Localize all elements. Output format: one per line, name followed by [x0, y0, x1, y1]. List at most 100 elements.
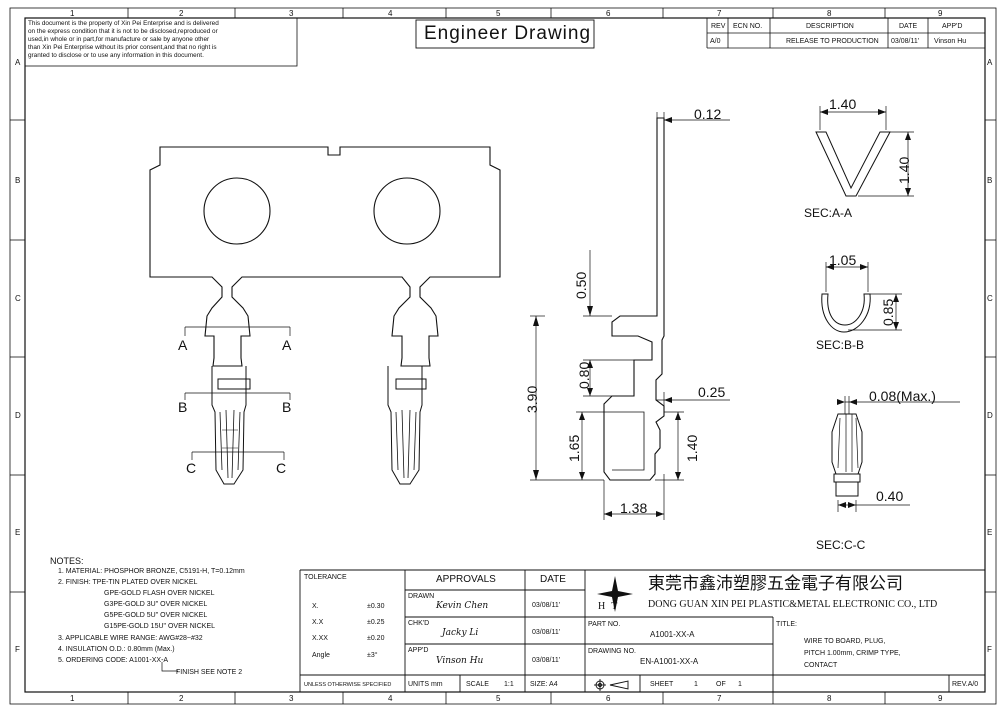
- grid-col-4: 4: [388, 9, 393, 18]
- tol-val: ±0.30: [367, 603, 385, 610]
- note-line: 1. MATERIAL: PHOSPHOR BRONZE, C5191-H, T…: [58, 568, 245, 575]
- disclaimer-line: granted to disclose or to use any inform…: [28, 52, 204, 59]
- grid-row-e-right: E: [987, 528, 993, 537]
- secC-label: SEC:C-C: [816, 538, 866, 552]
- scale-value: 1:1: [504, 681, 514, 688]
- grid-col-3-bottom: 3: [289, 694, 294, 703]
- sheet-label: SHEET: [650, 681, 674, 688]
- grid-col-9: 9: [938, 9, 943, 18]
- grid-col-2: 2: [179, 9, 184, 18]
- secB-height: 0.85: [880, 298, 896, 326]
- company-name-en: DONG GUAN XIN PEI PLASTIC&METAL ELECTRON…: [648, 599, 938, 610]
- title-line: CONTACT: [804, 662, 838, 669]
- note-line: 5. ORDERING CODE: A1001-XX-A: [58, 657, 169, 664]
- tol-val: ±0.20: [367, 635, 385, 642]
- secA-height: 1.40: [896, 156, 912, 184]
- grid-col-6-bottom: 6: [606, 694, 611, 703]
- grid-col-8-bottom: 8: [827, 694, 832, 703]
- disclaimer-block: This document is the property of Xin Pei…: [28, 20, 219, 60]
- tol-key: X.XX: [312, 635, 328, 642]
- dim-1-65: 1.65: [566, 434, 582, 462]
- grid-row-a: A: [15, 58, 21, 67]
- note-line: 3. APPLICABLE WIRE RANGE: AWG#28~#32: [58, 635, 203, 642]
- dim-3-90: 3.90: [524, 385, 540, 413]
- grid-row-f-right: F: [987, 645, 992, 654]
- grid-col-9-bottom: 9: [938, 694, 943, 703]
- title-label: TITLE:: [776, 621, 798, 628]
- grid-col-6: 6: [606, 9, 611, 18]
- dim-0-50: 0.50: [573, 271, 589, 299]
- dim-0-25: 0.25: [698, 384, 726, 400]
- grid-row-d: D: [15, 411, 21, 420]
- tol-val: ±3°: [367, 652, 378, 659]
- size-value: SIZE: A4: [530, 681, 558, 688]
- of-label: OF: [716, 681, 726, 688]
- tolerance-header: TOLERANCE: [304, 574, 347, 581]
- projection-symbol-icon: [594, 678, 634, 691]
- grid-row-e: E: [15, 528, 21, 537]
- secC-width: 0.40: [876, 488, 904, 504]
- section-a-right: A: [282, 337, 292, 353]
- drawn-name: Kevin Chen: [436, 601, 489, 611]
- appd-date: 03/08/11': [532, 657, 561, 664]
- of-value: 1: [738, 681, 742, 688]
- grid-col-5-bottom: 5: [496, 694, 501, 703]
- tol-key: X.: [312, 603, 319, 610]
- disclaimer-line: than Xin Pei Enterprise without its prio…: [28, 44, 217, 51]
- dim-0-80: 0.80: [576, 361, 592, 389]
- grid-col-8: 8: [827, 9, 832, 18]
- part-no-label: PART NO.: [588, 621, 621, 628]
- secA-label: SEC:A-A: [804, 206, 853, 220]
- section-b-right: B: [282, 399, 292, 415]
- drawing-no-label: DRAWING NO.: [588, 648, 636, 655]
- grid-row-c: C: [15, 294, 21, 303]
- tol-val: ±0.25: [367, 619, 385, 626]
- secB-label: SEC:B-B: [816, 338, 865, 352]
- note-leader: [161, 662, 178, 672]
- grid-col-2-bottom: 2: [179, 694, 184, 703]
- appd-label: APP'D: [408, 647, 429, 654]
- tol-key: X.X: [312, 619, 324, 626]
- note-line: FINISH SEE NOTE 2: [176, 669, 243, 676]
- company-name-cn: 東莞市鑫沛塑膠五金電子有限公司: [648, 574, 903, 594]
- secC-top-dim: 0.08(Max.): [869, 388, 936, 404]
- notes-title: NOTES:: [50, 556, 84, 566]
- date-value: 03/08/11': [891, 38, 920, 45]
- chkd-label: CHK'D: [408, 620, 430, 627]
- grid-col-1-bottom: 1: [70, 694, 75, 703]
- tol-key: Angle: [312, 652, 330, 659]
- tol-footer: UNLESS OTHERWISE SPECIFIED: [304, 682, 392, 688]
- drawn-date: 03/08/11': [532, 602, 561, 609]
- ecn-header: ECN NO.: [733, 23, 763, 30]
- grid-row-d-right: D: [987, 411, 993, 420]
- disclaimer-line: used,in whole or in part,for manufacture…: [28, 36, 210, 43]
- grid-row-a-right: A: [987, 58, 993, 67]
- dim-1-40-side: 1.40: [684, 434, 700, 462]
- company-logo-text: HT: [598, 601, 624, 612]
- dim-thickness: 0.12: [694, 106, 722, 122]
- note-line: G3PE-GOLD 3U" OVER NICKEL: [104, 601, 208, 608]
- appd-name: Vinson Hu: [436, 656, 484, 666]
- scale-label: SCALE: [466, 681, 489, 688]
- sheet-value: 1: [694, 681, 698, 688]
- grid-row-b: B: [15, 176, 21, 185]
- engineer-drawing-title: Engineer Drawing: [424, 23, 592, 44]
- secA-width: 1.40: [829, 96, 857, 112]
- rev-footer: REV.A/0: [952, 681, 979, 688]
- note-line: GPE-GOLD FLASH OVER NICKEL: [104, 590, 215, 597]
- approvals-date-header: DATE: [540, 574, 566, 585]
- section-c-right: C: [276, 460, 287, 476]
- chkd-date: 03/08/11': [532, 629, 561, 636]
- section-c-left: C: [186, 460, 197, 476]
- grid-col-7-bottom: 7: [717, 694, 722, 703]
- drawing-no-value: EN-A1001-XX-A: [640, 657, 699, 666]
- dim-1-38: 1.38: [620, 500, 648, 516]
- grid-row-b-right: B: [987, 176, 993, 185]
- description-header: DESCRIPTION: [806, 23, 854, 30]
- title-line: WIRE TO BOARD, PLUG,: [804, 638, 886, 645]
- title-line: PITCH 1.00mm, CRIMP TYPE,: [804, 650, 901, 657]
- grid-col-7: 7: [717, 9, 722, 18]
- appd-value: Vinson Hu: [934, 38, 967, 45]
